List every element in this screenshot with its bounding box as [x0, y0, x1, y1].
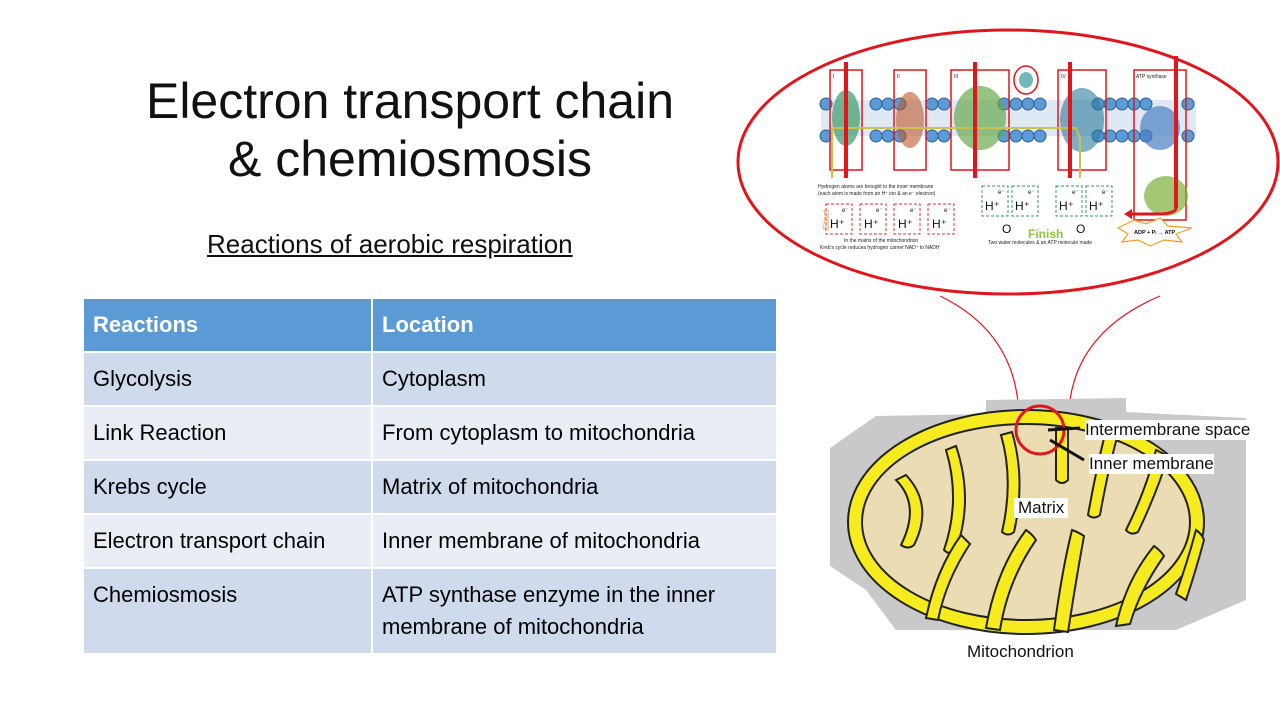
oxygen: O — [1076, 222, 1085, 236]
complex-label: III — [954, 74, 958, 80]
table-row: Link Reaction From cytoplasm to mitochon… — [82, 405, 778, 461]
etc-diagram: I II III IV ATP synthase Hydrogen atoms … — [736, 28, 1280, 296]
h-ion: H⁺ — [1089, 199, 1104, 213]
mitochondrion-diagram — [830, 398, 1246, 635]
complex-label: II — [897, 74, 900, 80]
cell-location: Matrix of mitochondria — [371, 459, 778, 515]
h-ion: H⁺ — [1059, 199, 1074, 213]
table-row: Chemiosmosis ATP synthase enzyme in the … — [82, 567, 778, 655]
slide-title: Electron transport chain & chemiosmosis — [80, 72, 740, 188]
reactions-table: Reactions Location Glycolysis Cytoplasm … — [82, 297, 778, 655]
h-ion: H⁺ — [830, 217, 845, 231]
start-boxes — [825, 203, 955, 235]
title-line-2: & chemiosmosis — [228, 131, 592, 187]
electron: e⁻ — [842, 208, 849, 214]
electron: e⁻ — [1072, 190, 1079, 196]
cell-reaction: Chemiosmosis — [82, 567, 373, 655]
atp-arrow — [1130, 207, 1178, 216]
h-ion: H⁺ — [898, 217, 913, 231]
electron: e⁻ — [910, 208, 917, 214]
oxygen: O — [1002, 222, 1011, 236]
electron: e⁻ — [944, 208, 951, 214]
caption-start-1: Hydrogen atoms are brought to the inner … — [818, 184, 934, 190]
mitochondrion-caption: Mitochondrion — [967, 642, 1074, 662]
complex-label: I — [833, 74, 834, 80]
caption-matrix-2: Kreb's cycle reduces hydrogen carrier NA… — [820, 245, 940, 251]
finish-boxes — [981, 185, 1113, 217]
header-location: Location — [371, 297, 778, 353]
label-matrix: Matrix — [1014, 498, 1069, 518]
atp-starburst — [1116, 217, 1193, 247]
table-header-row: Reactions Location — [82, 297, 778, 353]
caption-start-2: (each atom is made from an H⁺ ion & an e… — [818, 191, 936, 197]
h-ion: H⁺ — [1015, 199, 1030, 213]
cell-location: From cytoplasm to mitochondria — [371, 405, 778, 461]
cell-location: ATP synthase enzyme in the inner membran… — [371, 567, 778, 655]
complex-label: IV — [1061, 74, 1066, 80]
label-inner-membrane: Inner membrane — [1089, 454, 1214, 474]
h-ion: H⁺ — [932, 217, 947, 231]
electron-path — [831, 127, 1081, 178]
cell-reaction: Glycolysis — [82, 351, 373, 407]
table-row: Krebs cycle Matrix of mitochondria — [82, 459, 778, 515]
cell-location: Cytoplasm — [371, 351, 778, 407]
finish-label: Finish — [1028, 227, 1063, 241]
label-intermembrane-space: Intermembrane space — [1085, 420, 1251, 440]
cell-reaction: Krebs cycle — [82, 459, 373, 515]
slide-subtitle: Reactions of aerobic respiration — [207, 229, 573, 259]
caption-finish: Two water molecules & an ATP molecule ma… — [988, 240, 1092, 246]
start-label: Start — [821, 209, 831, 230]
cell-reaction: Electron transport chain — [82, 513, 373, 569]
caption-matrix-1: In the matrix of the mitochondrion — [844, 238, 918, 244]
electron: e⁻ — [998, 190, 1005, 196]
complex-label: ATP synthase — [1136, 74, 1167, 80]
cell-reaction: Link Reaction — [82, 405, 373, 461]
proton-arrows — [844, 56, 1178, 208]
cell-location: Inner membrane of mitochondria — [371, 513, 778, 569]
table-row: Electron transport chain Inner membrane … — [82, 513, 778, 569]
h-ion: H⁺ — [864, 217, 879, 231]
electron: e⁻ — [1102, 190, 1109, 196]
atp-equation: ADP + Pᵢ → ATP — [1134, 230, 1176, 236]
title-line-1: Electron transport chain — [145, 73, 675, 129]
electron: e⁻ — [876, 208, 883, 214]
electron: e⁻ — [1028, 190, 1035, 196]
h-ion: H⁺ — [985, 199, 1000, 213]
table-row: Glycolysis Cytoplasm — [82, 351, 778, 407]
header-reactions: Reactions — [82, 297, 373, 353]
